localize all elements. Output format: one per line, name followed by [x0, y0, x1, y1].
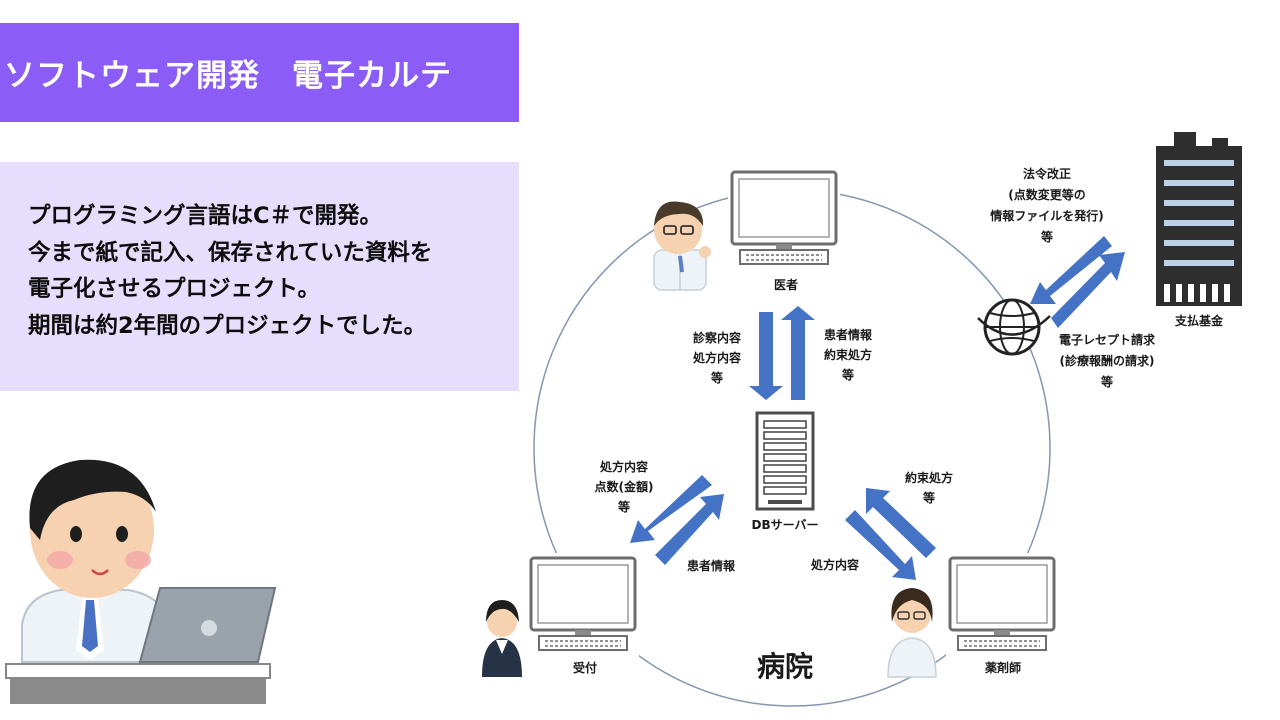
- globe-icon: [977, 298, 1051, 356]
- flow-label-doctor-to-db: 診察内容 処方内容 等: [692, 330, 741, 385]
- flow-text: 等: [922, 490, 935, 505]
- flow-text: 等: [1100, 374, 1113, 389]
- reception-label: 受付: [573, 660, 597, 675]
- hospital-label: 病院: [757, 650, 813, 683]
- description-line-3: 電子化させるプロジェクト。: [28, 276, 321, 302]
- flow-text: 処方内容: [692, 350, 741, 365]
- flow-text: 電子レセプト請求: [1059, 332, 1156, 347]
- arrow-hospital-to-fund: [1051, 252, 1125, 328]
- flow-label-db-to-doctor: 患者情報 約束処方 等: [824, 327, 873, 382]
- flow-label-pharmacist-to-db: 約束処方 等: [905, 470, 953, 505]
- flow-text: 診察内容: [693, 330, 741, 345]
- reception-staff-icon: [482, 600, 522, 677]
- flow-text: 約束処方: [824, 347, 872, 362]
- reception-monitor-icon: [527, 553, 639, 657]
- flow-label-hospital-to-fund: 電子レセプト請求 (診療報酬の請求) 等: [1059, 332, 1156, 389]
- flow-text: (点数変更等の: [1008, 187, 1086, 202]
- db-server-icon: [755, 411, 815, 511]
- arrow-pharmacist-to-db: [866, 488, 936, 558]
- arrow-db-to-reception: [630, 475, 712, 543]
- arrow-doctor-to-db: [749, 312, 783, 400]
- flow-text: 処方内容: [599, 459, 648, 474]
- flow-text: 等: [617, 499, 630, 514]
- arrow-db-to-doctor: [781, 306, 815, 400]
- flow-text: 法令改正: [1023, 166, 1071, 181]
- db-server-label: DBサーバー: [752, 518, 819, 532]
- doctor-avatar-icon: [653, 201, 711, 291]
- description-box: プログラミング言語はC＃で開発。 今まで紙で記入、保存されていた資料を 電子化さ…: [0, 162, 519, 391]
- flow-text: 患者情報: [824, 327, 873, 342]
- building-icon: [1156, 132, 1242, 306]
- page-title: ソフトウェア開発 電子カルテ: [4, 58, 452, 94]
- flow-label-db-to-reception: 処方内容 点数(金額) 等: [595, 459, 654, 514]
- description-line-4: 期間は約2年間のプロジェクトでした。: [28, 312, 427, 339]
- payment-fund-label: 支払基金: [1174, 313, 1224, 328]
- doctor-label: 医者: [774, 277, 798, 292]
- arrow-fund-to-hospital: [1030, 236, 1112, 304]
- flow-text: 点数(金額): [595, 479, 654, 494]
- description-line-1: プログラミング言語はC＃で開発。: [28, 203, 383, 229]
- flow-text: 等: [710, 370, 723, 385]
- pharmacist-label: 薬剤師: [985, 660, 1021, 675]
- flow-label-db-to-pharmacist: 処方内容: [810, 557, 859, 572]
- flow-text: 情報ファイルを発行): [990, 208, 1104, 223]
- developer-illustration: [5, 459, 277, 704]
- flow-text: (診療報酬の請求): [1060, 353, 1155, 368]
- flow-arrows: [630, 236, 1125, 580]
- flow-label-reception-to-db: 患者情報: [687, 558, 736, 573]
- arrow-db-to-pharmacist: [845, 510, 916, 580]
- flow-text: 等: [1040, 229, 1053, 244]
- flow-text: 等: [841, 367, 854, 382]
- arrow-reception-to-db: [655, 494, 724, 565]
- doctor-monitor-icon: [728, 168, 840, 270]
- title-bar: ソフトウェア開発 電子カルテ: [0, 23, 519, 122]
- description-lines: プログラミング言語はC＃で開発。 今まで紙で記入、保存されていた資料を 電子化さ…: [28, 198, 432, 344]
- flow-text: 約束処方: [905, 470, 953, 485]
- description-line-2: 今まで紙で記入、保存されていた資料を: [28, 239, 433, 266]
- pharmacist-icon: [887, 588, 937, 678]
- pharmacist-monitor-icon: [946, 553, 1058, 657]
- flow-label-fund-to-hospital: 法令改正 (点数変更等の 情報ファイルを発行) 等: [990, 166, 1104, 244]
